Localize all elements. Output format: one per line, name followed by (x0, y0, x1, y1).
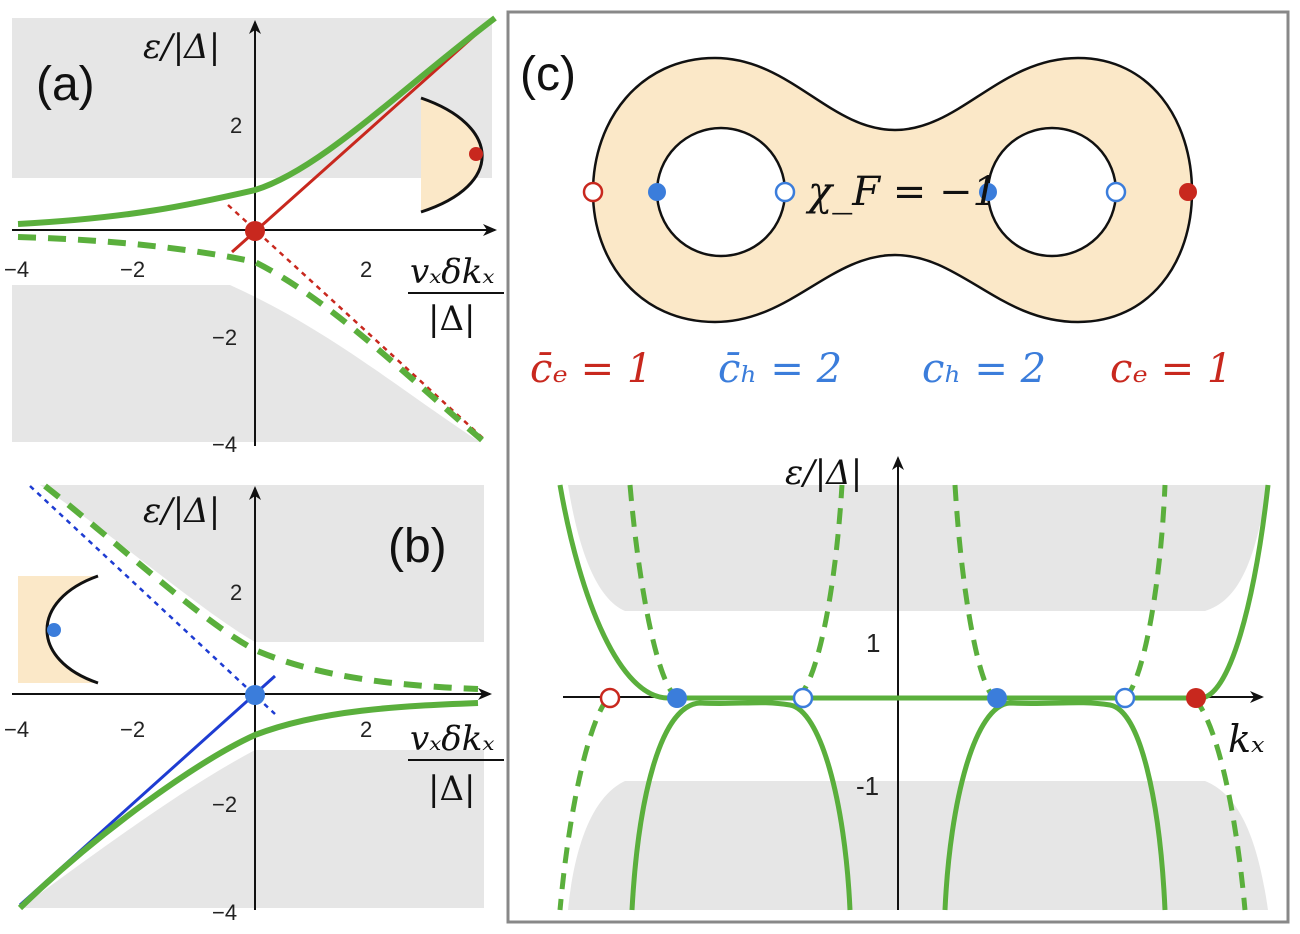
spectrum-plot: ε/|Δ| kₓ 1 -1 (557, 453, 1271, 911)
panel-b-xlabel-den: |Δ| (428, 769, 475, 809)
red-open-dot (582, 181, 604, 203)
white-gap-cut-upper (12, 485, 484, 645)
gap-region-lower (568, 781, 1268, 910)
tick-y-minus1: -1 (856, 771, 879, 801)
blue-open-dot (774, 181, 796, 203)
tick-y-minus2: −2 (212, 325, 237, 350)
blue-filled-dot (648, 183, 666, 201)
band-solid-left-outer (557, 484, 669, 701)
inset-red-dot (469, 147, 483, 161)
band-solid-right-outer (1199, 484, 1271, 701)
inset-a (420, 96, 484, 214)
euler-characteristic: χ_F = −1 (805, 169, 998, 215)
tick-x-minus4: −4 (4, 257, 29, 282)
gap-region-upper (568, 485, 1268, 611)
panel-b-label: (b) (388, 520, 447, 573)
tick-y-minus2: −2 (212, 792, 237, 817)
panel-c-label: (c) (520, 48, 576, 101)
charge-ce-bar: c̄ₑ = 1 (530, 346, 652, 392)
panel-b: (b) ε/|Δ| vₓδkₓ |Δ| −4 −2 2 2 −2 −4 (4, 483, 504, 925)
blue-open-dot (1105, 181, 1127, 203)
panel-a-label: (a) (36, 58, 95, 111)
lower-band-dashed (17, 234, 484, 443)
red-dot (245, 221, 265, 241)
tick-y-minus4: −4 (212, 900, 237, 925)
white-notch-lower-left (568, 781, 625, 910)
hole-left (655, 126, 787, 258)
tick-y-2: 2 (230, 113, 242, 138)
band-solid-lower-2 (942, 700, 1168, 911)
tick-y-2: 2 (230, 580, 242, 605)
inset-blue-dot (47, 623, 61, 637)
tick-y-1: 1 (866, 628, 880, 658)
panel-c-xlabel: kₓ (1228, 717, 1265, 761)
band-dashed-5 (557, 696, 610, 911)
chiral-mode-dashed (227, 204, 486, 441)
red-open-dot (599, 687, 621, 709)
tick-x-minus4: −4 (4, 717, 29, 742)
blue-open-dot (792, 687, 814, 709)
red-filled-dot (1179, 183, 1197, 201)
blue-open-dot (1114, 687, 1136, 709)
band-dashed-3 (952, 484, 997, 701)
panel-a: (a) ε/|Δ| vₓδkₓ |Δ| −4 −2 2 2 −2 −4 (4, 15, 504, 457)
tick-x-minus2: −2 (120, 257, 145, 282)
gap-region-upper (12, 18, 492, 178)
blue-dot (245, 685, 265, 705)
white-notch-lower-right (1205, 781, 1268, 910)
tick-x-minus2: −2 (120, 717, 145, 742)
blue-filled-dot (987, 688, 1007, 708)
panel-c: (c) χ_F = −1 c̄ₑ = 1 c̄ₕ = 2 cₕ = 2 cₑ =… (506, 10, 1290, 924)
red-filled-dot (1186, 688, 1206, 708)
upper-band-curve (17, 15, 497, 227)
panel-b-ylabel: ε/|Δ| (143, 491, 220, 531)
blue-filled-dot (667, 688, 687, 708)
panel-a-ylabel: ε/|Δ| (143, 27, 220, 67)
panel-c-frame (506, 10, 1290, 924)
white-gap-cut-lower (230, 285, 492, 442)
panel-a-xlabel-num: vₓδkₓ (410, 252, 494, 292)
inset-b (18, 574, 99, 685)
charge-ch-bar: c̄ₕ = 2 (718, 346, 842, 392)
chiral-mode-line (231, 18, 493, 254)
lower-band-curve (17, 700, 479, 911)
panel-b-xlabel-num: vₓδkₓ (410, 719, 494, 759)
band-solid-lower-1 (629, 700, 853, 911)
band-dashed-6 (1192, 696, 1248, 911)
panel-a-xlabel-den: |Δ| (428, 299, 475, 339)
panel-c-ylabel: ε/|Δ| (785, 453, 862, 493)
hole-right (986, 126, 1118, 258)
tick-x-2: 2 (360, 257, 372, 282)
charge-ch: cₕ = 2 (922, 346, 1046, 392)
blue-filled-dot (979, 183, 997, 201)
charge-ce: cₑ = 1 (1110, 346, 1232, 392)
tick-y-minus4: −4 (212, 432, 237, 457)
tick-x-2: 2 (360, 717, 372, 742)
white-gap-cut-lower (12, 750, 255, 908)
